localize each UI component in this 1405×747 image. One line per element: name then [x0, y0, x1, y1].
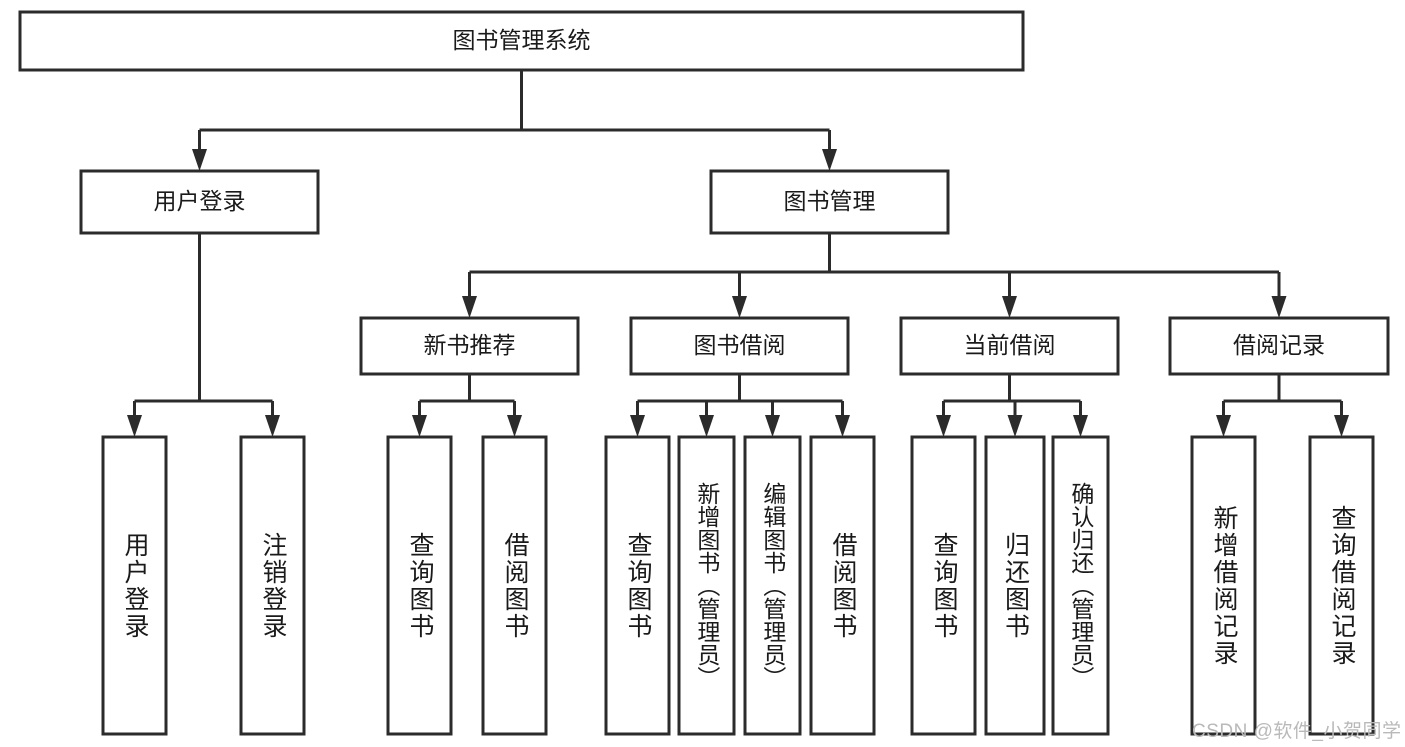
arrow-head-icon	[699, 415, 714, 437]
node-box-leaf-query-borrow-record[interactable]	[1308, 435, 1375, 736]
connector-layer	[127, 70, 1349, 437]
node-box-leaf-borrow-book-recommend[interactable]	[481, 435, 548, 736]
arrow-head-icon	[1002, 296, 1017, 318]
node-box-leaf-user-login[interactable]	[101, 435, 168, 736]
node-box-leaf-add-borrow-record[interactable]	[1190, 435, 1257, 736]
arrow-head-icon	[127, 415, 142, 437]
arrow-head-icon	[265, 415, 280, 437]
node-box-layer	[18, 10, 1390, 736]
node-box-leaf-return-book[interactable]	[984, 435, 1046, 736]
node-box-root[interactable]	[18, 10, 1025, 72]
node-box-book-borrow[interactable]	[629, 316, 850, 376]
arrow-head-icon	[835, 415, 850, 437]
arrow-head-icon	[822, 149, 837, 171]
node-box-leaf-add-book-admin[interactable]	[677, 435, 736, 736]
arrow-head-icon	[1334, 415, 1349, 437]
node-label-book-management: 图书管理	[784, 188, 876, 214]
arrow-head-icon	[192, 149, 207, 171]
arrow-head-icon	[630, 415, 645, 437]
node-label-new-book-recommend: 新书推荐	[424, 332, 516, 358]
arrow-head-icon	[1073, 415, 1088, 437]
node-box-leaf-query-book-recommend[interactable]	[386, 435, 453, 736]
arrow-head-icon	[1216, 415, 1231, 437]
node-box-leaf-edit-book-admin[interactable]	[743, 435, 802, 736]
node-box-new-book-recommend[interactable]	[359, 316, 580, 376]
node-box-leaf-query-book-current[interactable]	[910, 435, 977, 736]
node-box-leaf-confirm-return-admin[interactable]	[1051, 435, 1110, 736]
node-box-leaf-user-logout[interactable]	[239, 435, 306, 736]
node-box-leaf-query-book-borrow[interactable]	[604, 435, 671, 736]
arrow-head-icon	[1271, 296, 1287, 318]
node-box-leaf-borrow-book[interactable]	[809, 435, 876, 736]
arrow-head-icon	[732, 296, 747, 318]
node-box-user-login[interactable]	[79, 169, 320, 235]
node-label-book-borrow: 图书借阅	[694, 332, 786, 358]
arrow-head-icon	[462, 296, 477, 318]
node-box-borrow-record[interactable]	[1168, 316, 1390, 376]
arrow-head-icon	[936, 415, 951, 437]
arrow-head-icon	[412, 415, 427, 437]
node-label-root: 图书管理系统	[453, 27, 591, 53]
node-label-current-borrow: 当前借阅	[964, 332, 1056, 358]
arrow-head-icon	[1007, 415, 1023, 437]
node-label-borrow-record: 借阅记录	[1233, 332, 1325, 358]
csdn-watermark: CSDN @软件_小贺同学	[1192, 721, 1402, 742]
arrow-head-icon	[765, 415, 780, 437]
node-box-current-borrow[interactable]	[899, 316, 1120, 376]
node-label-user-login: 用户登录	[154, 188, 246, 214]
arrow-head-icon	[507, 415, 522, 437]
node-box-book-management[interactable]	[709, 169, 950, 235]
